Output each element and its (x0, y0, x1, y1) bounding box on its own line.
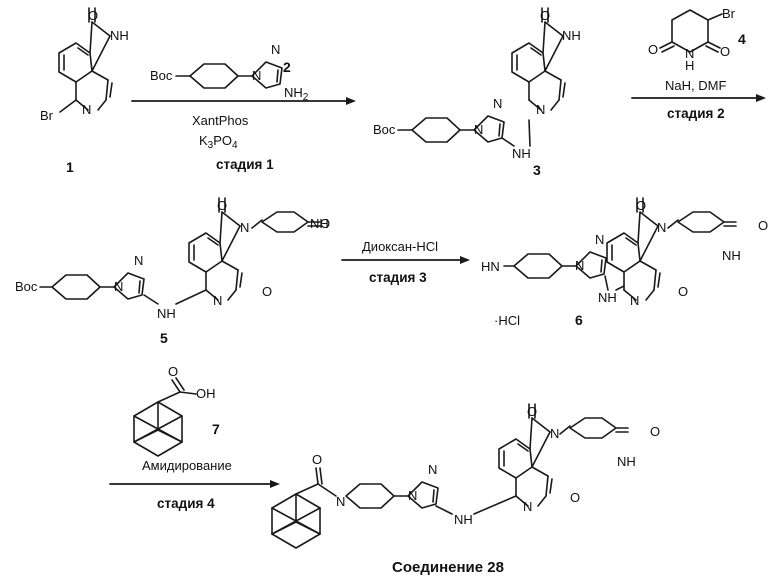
atom-O: O (320, 216, 330, 231)
atom-N: N (114, 279, 123, 294)
atom-OH: OH (196, 386, 216, 401)
product-label: Соединение 28 (392, 559, 504, 576)
atom-NH-linker: NH (454, 512, 473, 527)
reaction-arrow-2 (632, 94, 766, 102)
atom-N: N (493, 96, 502, 111)
atom-N: N (271, 42, 280, 57)
stage-3-label: стадия 3 (369, 270, 427, 285)
hcl-salt-label: ·HCl (494, 313, 520, 328)
atom-NH: NH (617, 454, 636, 469)
reagent-xantphos: XantPhos (192, 113, 249, 128)
atom-NH: NH (722, 248, 741, 263)
compound-4-structure: Br O O H N (648, 6, 736, 73)
reagent-nah-dmf: NaH, DMF (665, 78, 726, 93)
atom-N: N (630, 293, 639, 308)
atom-O: O (262, 284, 272, 299)
atom-O: O (650, 424, 660, 439)
atom-N: N (82, 102, 91, 117)
atom-N: N (474, 122, 483, 137)
atom-N: N (536, 102, 545, 117)
atom-Br: Br (722, 6, 736, 21)
compound-5-structure: O N N NH O O Boc N N NH (15, 198, 330, 321)
atom-N: N (408, 488, 417, 503)
atom-O: O (758, 218, 768, 233)
atom-NH-linker: NH (512, 146, 531, 161)
compound-1-structure: O NH N Br (40, 8, 129, 123)
atom-N: N (575, 258, 584, 273)
compound-number-1: 1 (66, 159, 74, 175)
atom-O: O (540, 8, 550, 23)
atom-O: O (636, 198, 646, 213)
atom-N: N (685, 46, 694, 61)
atom-N: N (550, 426, 559, 441)
compound-number-7: 7 (212, 421, 220, 437)
stage-2-label: стадия 2 (667, 106, 725, 121)
atom-N: N (336, 494, 345, 509)
atom-HN: HN (481, 259, 500, 274)
compound-number-4: 4 (738, 31, 746, 47)
atom-N: N (134, 253, 143, 268)
compound-number-5: 5 (160, 330, 168, 346)
reagent-dioxane-hcl: Диоксан-HCl (362, 239, 438, 254)
stage-1-label: стадия 1 (216, 157, 274, 172)
atom-O: O (88, 8, 98, 23)
reagent-amidation: Амидирование (142, 458, 232, 473)
reaction-arrow-3 (342, 256, 470, 264)
compound-6-structure: O N N NH O O HN N N NH (481, 198, 768, 308)
atom-O: O (217, 198, 227, 213)
atom-O: O (678, 284, 688, 299)
reagent-k3po4: K3PO4 (199, 133, 238, 151)
compound-28-structure: O N N NH O O O N N N NH (272, 404, 660, 548)
atom-Br: Br (40, 108, 54, 123)
atom-N: N (428, 462, 437, 477)
reaction-arrow-1 (132, 97, 356, 105)
compound-7-structure: O OH (134, 364, 216, 456)
atom-O: O (312, 452, 322, 467)
atom-NH-linker: NH (157, 306, 176, 321)
atom-Boc: Boc (373, 122, 396, 137)
atom-O: O (570, 490, 580, 505)
atom-N: N (595, 232, 604, 247)
atom-O: O (720, 44, 730, 59)
atom-O: O (527, 404, 537, 419)
stage-4-label: стадия 4 (157, 496, 215, 511)
compound-3-structure: O NH N Boc N N NH (373, 8, 581, 161)
atom-NH: NH (110, 28, 129, 43)
atom-Boc: Boc (15, 279, 38, 294)
atom-O: O (648, 42, 658, 57)
reaction-arrow-4 (110, 480, 280, 488)
compound-number-2: 2 (283, 59, 291, 75)
compound-number-3: 3 (533, 162, 541, 178)
atom-N: N (252, 68, 261, 83)
atom-N: N (657, 220, 666, 235)
atom-N: N (213, 293, 222, 308)
compound-number-6: 6 (575, 312, 583, 328)
atom-N: N (240, 220, 249, 235)
atom-NH-linker: NH (598, 290, 617, 305)
atom-O: O (168, 364, 178, 379)
atom-Boc: Boc (150, 68, 173, 83)
atom-N: N (523, 499, 532, 514)
atom-NH: NH (562, 28, 581, 43)
